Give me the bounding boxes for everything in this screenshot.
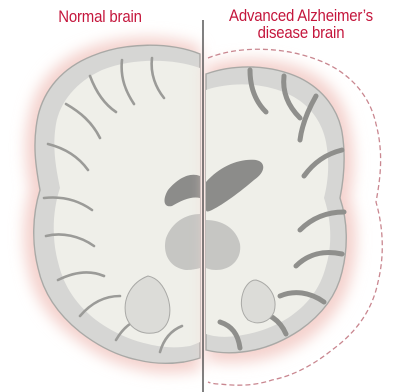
normal-brain bbox=[24, 37, 200, 373]
alzheimers-brain bbox=[206, 49, 382, 385]
